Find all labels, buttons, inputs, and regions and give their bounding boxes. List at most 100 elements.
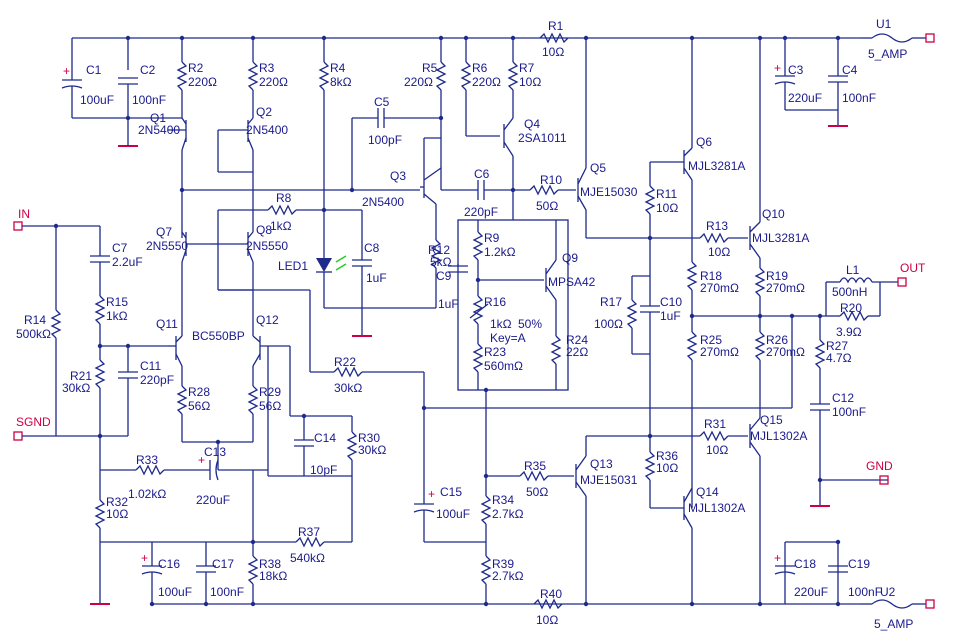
r40-ref: R40 [540, 587, 562, 601]
c2-value: 100nF [132, 93, 166, 107]
transistor-q4: Q4 2SA1011 [503, 117, 567, 218]
resistor-r39: R39 2.7kΩ [480, 555, 524, 604]
resistor-r34: R34 2.7kΩ [480, 493, 524, 556]
sgnd-port[interactable]: SGND [13, 415, 128, 441]
fuse-u2: U2 5_AMP [860, 585, 935, 631]
r19-value: 270mΩ [766, 281, 805, 295]
q13-part: MJE15031 [580, 473, 638, 487]
u2-ref: U2 [880, 585, 896, 599]
q3-ref: Q3 [390, 169, 406, 183]
c3-ref: C3 [788, 63, 804, 77]
transistor-q7: Q7 2N5550 [146, 225, 210, 336]
c9-ref: C9 [436, 269, 452, 283]
r13-value: 10Ω [708, 245, 730, 259]
q12-ref: Q12 [256, 313, 279, 327]
q6-ref: Q6 [696, 135, 712, 149]
r38-ref: R38 [259, 557, 281, 571]
capacitor-c18: + C18 220uF [774, 551, 828, 599]
c13-value: 220uF [196, 493, 230, 507]
r23-ref: R23 [484, 345, 506, 359]
r16-ref: R16 [484, 295, 506, 309]
capacitor-c7: C7 2.2uF [90, 226, 143, 296]
transistor-q2: Q2 2N5400 [217, 105, 288, 173]
r14-value: 500kΩ [16, 327, 51, 341]
r26-ref: R26 [766, 333, 788, 347]
r1-value: 10Ω [542, 45, 564, 59]
transistor-q14: Q14 MJL1302A [683, 485, 745, 604]
transistor-q3: Q3 2N5400 [362, 137, 442, 240]
r14-ref: R14 [24, 313, 46, 327]
q8-part: 2N5550 [246, 239, 288, 253]
resistor-r22: R22 30kΩ [218, 289, 424, 395]
resistor-r37: R37 540kΩ [253, 476, 353, 565]
transistor-q12: Q12 [252, 290, 290, 386]
transistor-q15: Q15 MJL1302A [749, 413, 807, 604]
q2-ref: Q2 [256, 105, 272, 119]
capacitor-c12: C12 100nF [810, 391, 866, 506]
c4-value: 100nF [842, 91, 876, 105]
capacitor-c15: + C15 100uF [413, 372, 486, 543]
r40-value: 10Ω [536, 613, 558, 627]
transistor-q5: Q5 MJE15030 [577, 161, 700, 239]
r37-value: 540kΩ [290, 551, 325, 565]
c9-value: 1uF [438, 297, 459, 311]
c18-ref: C18 [794, 557, 816, 571]
q8-ref: Q8 [256, 223, 272, 237]
c5-value: 100pF [368, 133, 402, 147]
resistor-r29: R29 56Ω [247, 385, 281, 442]
q13-ref: Q13 [590, 457, 613, 471]
output-port[interactable]: OUT [897, 261, 926, 287]
r4-ref: R4 [330, 61, 346, 75]
negative-supply-rail [152, 542, 860, 605]
r8-ref: R8 [276, 191, 292, 205]
r34-value: 2.7kΩ [492, 507, 524, 521]
r35-ref: R35 [524, 459, 546, 473]
r26-value: 270mΩ [766, 345, 805, 359]
r29-value: 56Ω [259, 399, 281, 413]
c10-value: 1uF [660, 309, 681, 323]
c5-ref: C5 [374, 95, 390, 109]
r7-ref: R7 [519, 61, 535, 75]
transistor-q9: Q9 MPSA42 [545, 220, 596, 336]
resistor-r6: R6 220Ω [460, 61, 501, 137]
q14-ref: Q14 [696, 485, 719, 499]
c3-value: 220uF [788, 91, 822, 105]
c7-ref: C7 [112, 241, 128, 255]
r13-ref: R13 [706, 219, 728, 233]
resistor-r17: R17 100Ω [594, 276, 638, 354]
r35-value: 50Ω [526, 485, 548, 499]
resistor-r32: R32 10Ω [94, 470, 128, 604]
c11-ref: C11 [140, 359, 161, 373]
r36-value: 10Ω [656, 461, 678, 475]
c8-ref: C8 [364, 241, 380, 255]
resistor-r15: R15 1kΩ [94, 295, 128, 346]
r8-value: 1kΩ [270, 219, 292, 233]
r18-ref: R18 [700, 269, 722, 283]
c15-value: 100uF [436, 507, 470, 521]
r36-ref: R36 [656, 449, 678, 463]
r27-value: 4.7Ω [826, 351, 852, 365]
q14-part: MJL1302A [688, 501, 745, 515]
transistor-q1: Q1 2N5400 [138, 111, 187, 238]
svg-text:+: + [198, 453, 205, 467]
c10-ref: C10 [660, 295, 682, 309]
q12-part: BC550BP [192, 329, 245, 343]
capacitor-c2: C2 100nF [118, 63, 166, 118]
q3-part: 2N5400 [362, 195, 404, 209]
r29-ref: R29 [259, 385, 281, 399]
r17-value: 100Ω [594, 317, 623, 331]
c6-value: 220pF [464, 205, 498, 219]
resistor-r20: R20 3.9Ω [826, 282, 881, 339]
q1-ref: Q1 [150, 111, 166, 125]
r12-value: 5kΩ [430, 255, 452, 269]
ground-port[interactable]: GND [866, 459, 893, 485]
gnd-label: GND [866, 459, 893, 473]
resistor-r21: R21 30kΩ [62, 346, 106, 436]
u1-ref: U1 [876, 17, 892, 31]
r20-ref: R20 [840, 301, 862, 315]
r9-ref: R9 [484, 231, 500, 245]
c4-ref: C4 [842, 63, 858, 77]
r10-value: 50Ω [536, 199, 558, 213]
input-port[interactable]: IN [13, 207, 100, 231]
resistor-r31: R31 10Ω [699, 417, 748, 457]
